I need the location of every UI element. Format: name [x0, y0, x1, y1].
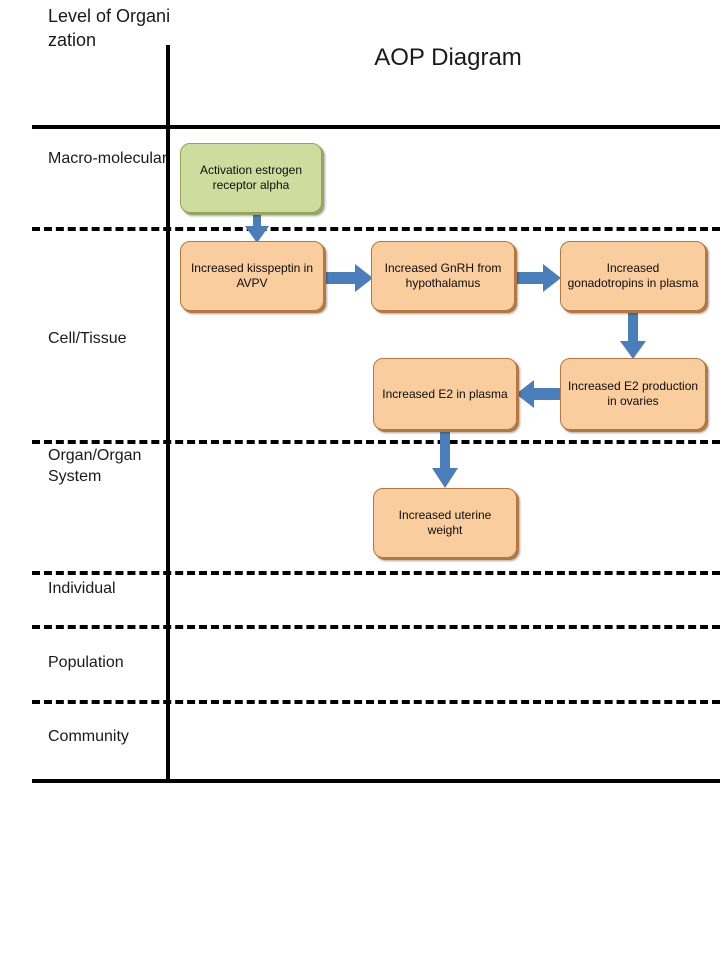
row-label-cell-tissue: Cell/Tissue: [48, 330, 127, 347]
arrow-gonadotropins-to-e2-production: [618, 311, 648, 361]
arrow-e2-plasma-to-uterine-weight: [430, 428, 460, 490]
level-of-organization-header: Level of Organization: [48, 6, 171, 50]
divider-population-community: [32, 700, 720, 704]
arrow-kisspeptin-to-gnrh: [325, 262, 375, 294]
divider-individual-population: [32, 625, 720, 629]
divider-celltissue-organ: [32, 440, 720, 444]
row-label-community: Community: [48, 728, 129, 745]
node-label: Increased kisspeptin in AVPV: [190, 261, 314, 290]
node-label: Increased uterine weight: [398, 508, 492, 537]
divider-macromolecular-celltissue: [32, 227, 720, 231]
node-label: Increased GnRH from hypothalamus: [384, 261, 502, 290]
node-increased-e2-plasma[interactable]: Increased E2 in plasma: [373, 358, 517, 430]
row-label-organ-system: Organ/Organ System: [48, 447, 142, 485]
arrow-mie-to-kisspeptin: [243, 208, 271, 244]
row-label-population: Population: [48, 654, 124, 671]
node-label: Activation estrogen receptor alpha: [199, 163, 303, 192]
node-increased-kisspeptin-avpv[interactable]: Increased kisspeptin in AVPV: [180, 241, 324, 311]
header-separator-solid: [32, 125, 720, 129]
arrow-e2-production-to-e2-plasma: [516, 378, 564, 410]
divider-organ-individual: [32, 571, 720, 575]
node-label: Increased E2 in plasma: [382, 386, 508, 401]
page-title: AOP Diagram: [374, 44, 522, 71]
arrow-gnrh-to-gonadotropins: [513, 262, 563, 294]
node-increased-gonadotropins-plasma[interactable]: Increased gonadotropins in plasma: [560, 241, 706, 311]
node-increased-gnrh-hypothalamus[interactable]: Increased GnRH from hypothalamus: [371, 241, 515, 311]
bottom-border-solid: [32, 779, 720, 783]
node-increased-uterine-weight[interactable]: Increased uterine weight: [373, 488, 517, 558]
row-label-individual: Individual: [48, 580, 116, 597]
node-label: Increased E2 production in ovaries: [567, 379, 699, 408]
column-divider-vertical: [166, 45, 170, 782]
node-increased-e2-production-ovaries[interactable]: Increased E2 production in ovaries: [560, 358, 706, 430]
node-label: Increased gonadotropins in plasma: [567, 261, 699, 290]
node-activation-estrogen-receptor-alpha[interactable]: Activation estrogen receptor alpha: [180, 143, 322, 213]
row-label-macro-molecular: Macro-molecular: [48, 150, 168, 167]
